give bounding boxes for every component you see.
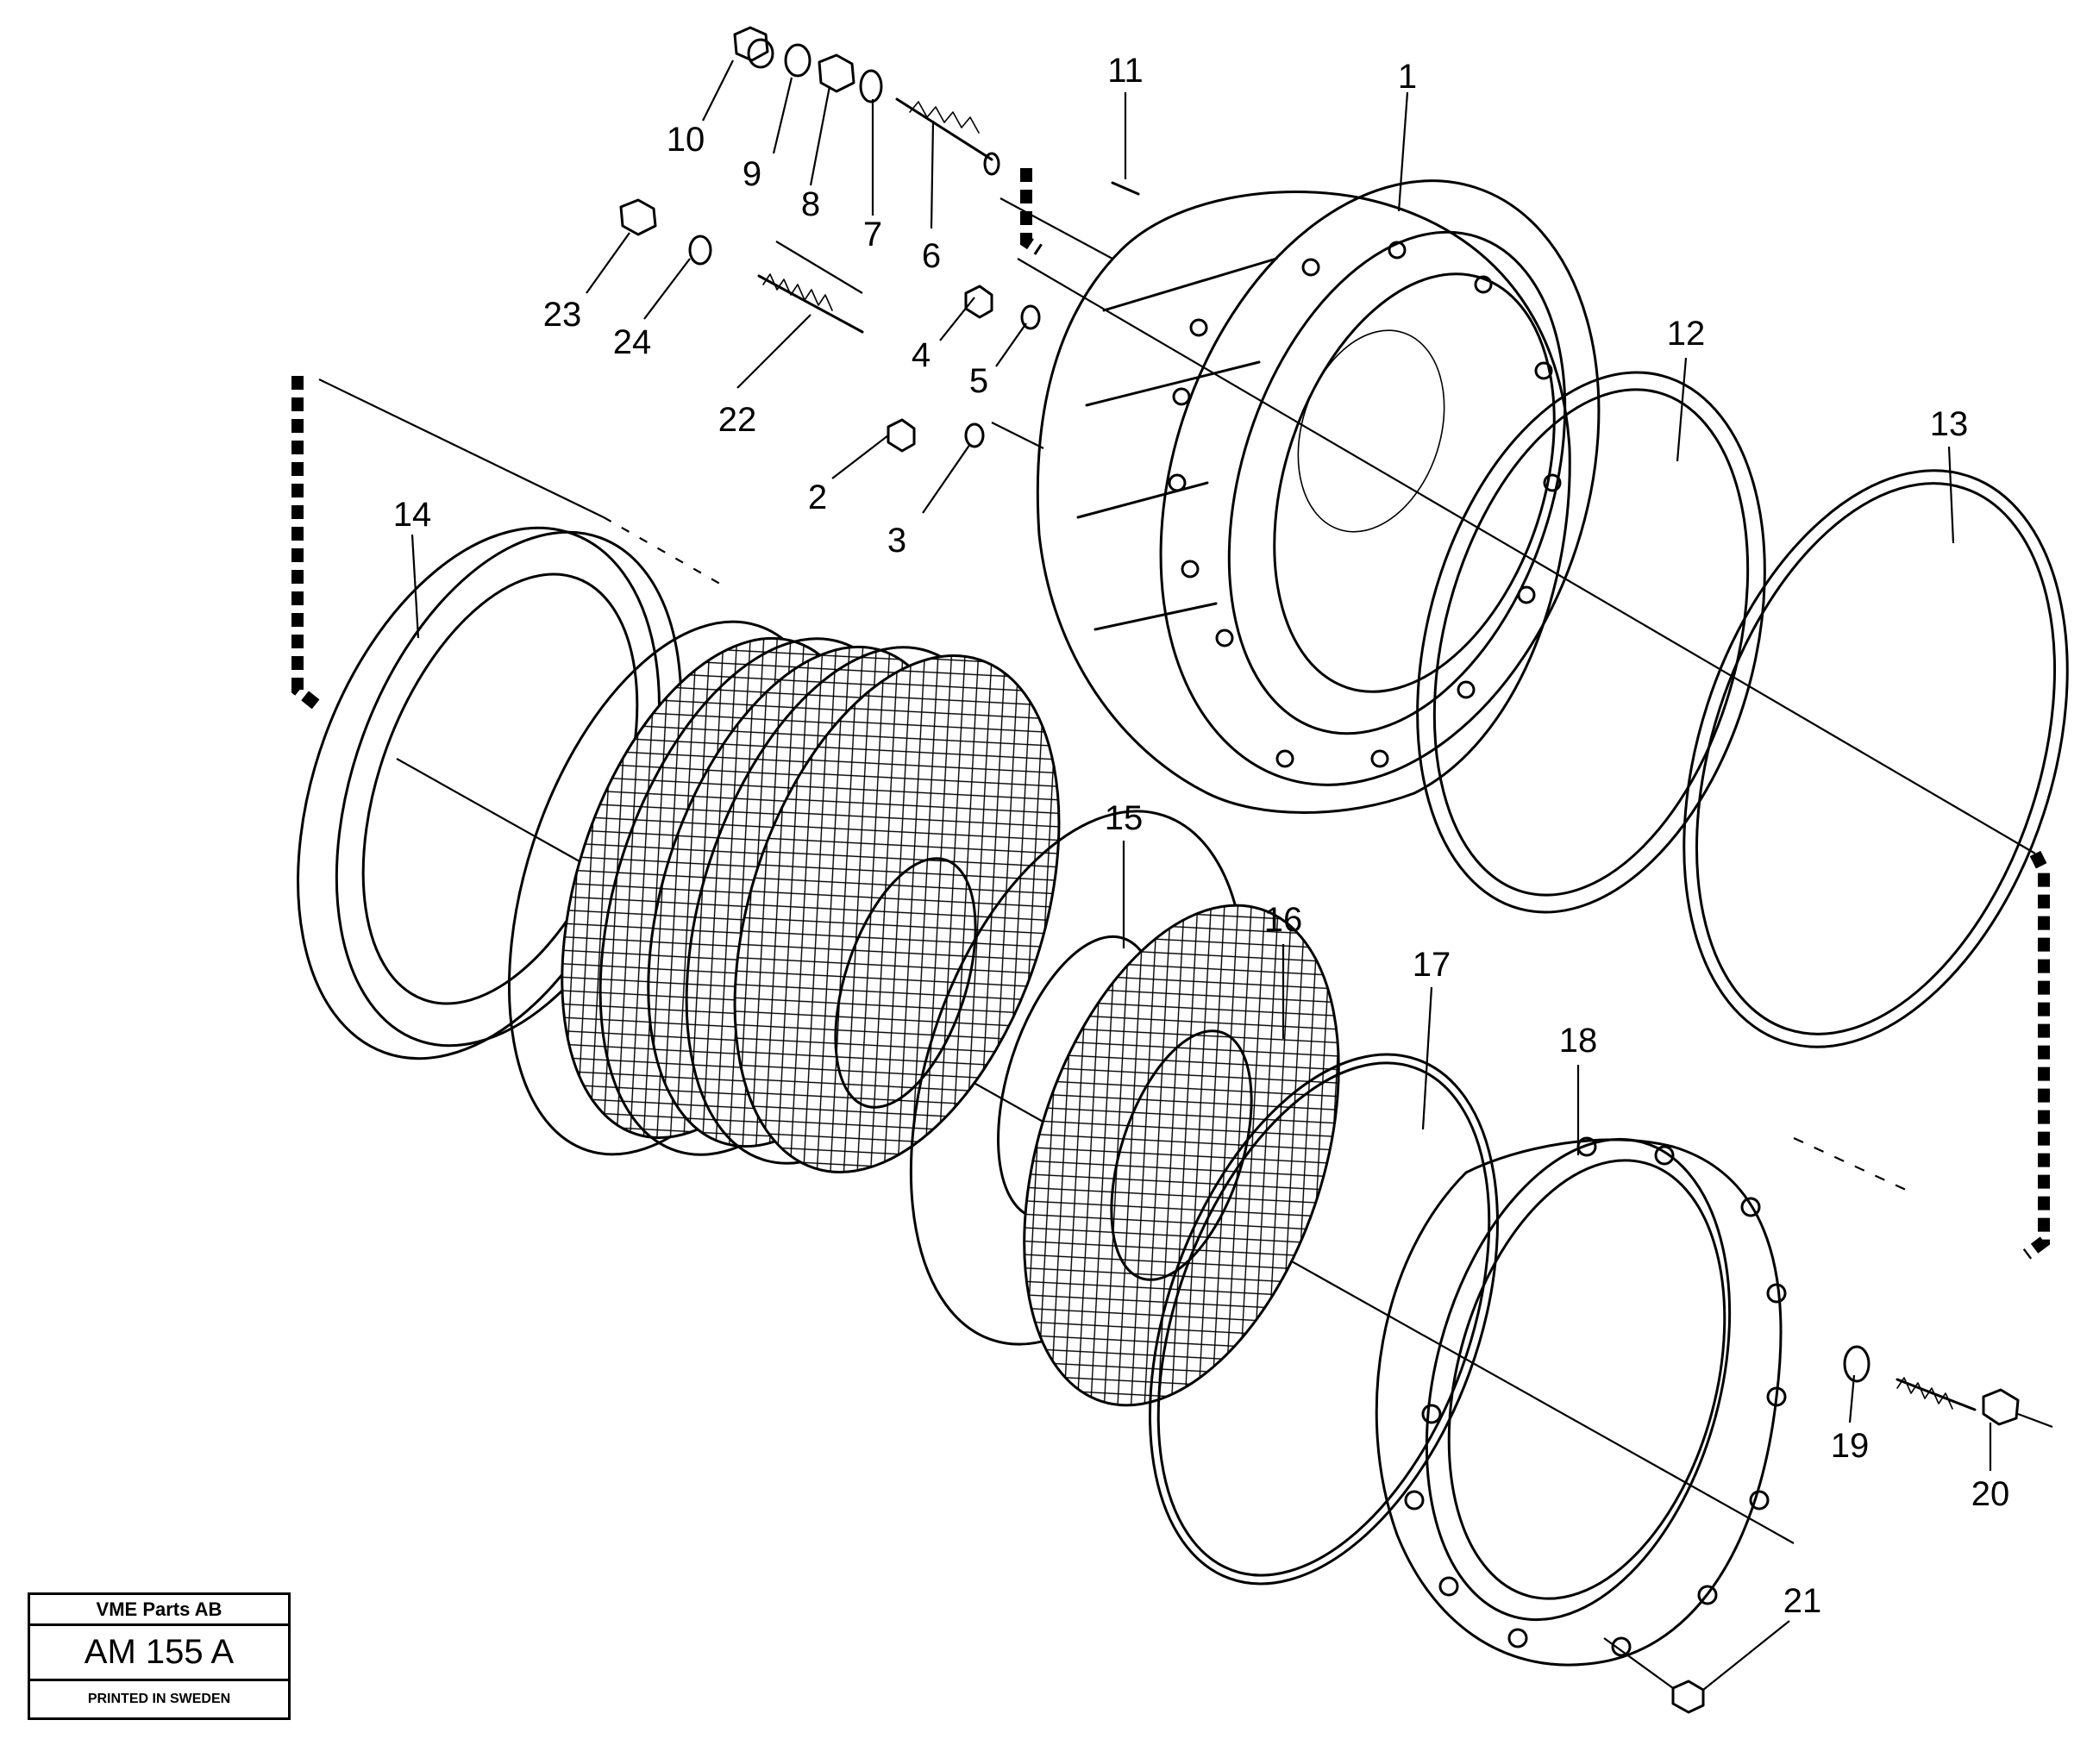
print-imprint: PRINTED IN SWEDEN [87, 1692, 231, 1706]
callout-10: 10 [667, 121, 705, 159]
callout-17: 17 [1413, 946, 1451, 984]
callout-9: 9 [743, 155, 761, 193]
callout-leader-lines [410, 59, 1992, 1691]
callout-labels: 1 2 3 4 5 6 7 8 9 10 11 12 13 14 15 16 1… [393, 52, 2010, 1620]
disc-pack [507, 620, 1061, 1173]
callout-6: 6 [922, 237, 941, 275]
callout-14: 14 [393, 496, 432, 534]
callout-13: 13 [1930, 405, 1969, 443]
callout-3: 3 [887, 522, 906, 560]
callout-12: 12 [1667, 315, 1706, 353]
callout-24: 24 [613, 323, 652, 361]
o-ring-17 [1149, 1053, 1499, 1586]
adjuster-fastener-group [619, 26, 1140, 453]
callout-8: 8 [801, 185, 820, 223]
callout-15: 15 [1105, 799, 1144, 837]
phantom-guide-lines [291, 168, 2050, 1260]
callout-18: 18 [1559, 1022, 1598, 1060]
drawing-number: AM 155 A [30, 1626, 288, 1681]
seal-ring-12 [1416, 371, 1766, 914]
callout-7: 7 [863, 216, 882, 253]
callout-11: 11 [1107, 52, 1144, 90]
callout-22: 22 [718, 401, 757, 439]
callout-5: 5 [969, 362, 988, 400]
callout-4: 4 [912, 336, 931, 374]
callout-16: 16 [1264, 901, 1303, 939]
company-name: VME Parts AB [30, 1595, 288, 1626]
callout-2: 2 [808, 479, 827, 516]
callout-19: 19 [1831, 1427, 1870, 1465]
callout-23: 23 [543, 296, 582, 334]
title-block: VME Parts AB AM 155 A PRINTED IN SWEDEN [28, 1592, 291, 1720]
brake-housing [1036, 179, 1601, 814]
callout-20: 20 [1971, 1475, 2010, 1513]
callout-21: 21 [1783, 1582, 1822, 1620]
bolt-and-washer [1603, 1345, 2053, 1714]
callout-1: 1 [1398, 58, 1417, 96]
piston-housing-18 [1375, 1136, 1787, 1667]
seal-ring-13 [1683, 469, 2069, 1048]
friction-disc-16 [1023, 904, 1340, 1407]
